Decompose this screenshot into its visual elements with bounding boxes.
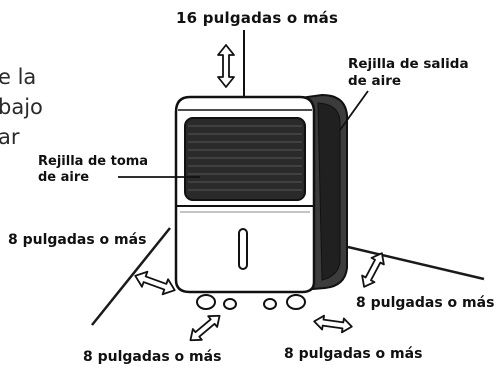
left-clearance-arrow: [134, 270, 176, 296]
intake-grille-label-line-2: de aire: [38, 170, 90, 185]
outlet-grille-label-line-2: de aire: [348, 73, 402, 89]
front-right-clearance-label: 8 pulgadas o más: [284, 346, 423, 362]
outlet-grille-label: Rejilla de salida de aire: [348, 56, 469, 90]
outlet-grille-label-line-1: Rejilla de salida: [348, 56, 469, 72]
cropped-text-line-1: e la: [0, 65, 37, 89]
left-wall-line: [91, 227, 171, 326]
front-left-clearance-arrow: [189, 314, 221, 342]
outlet-grille: [317, 102, 341, 281]
right-clearance-label: 8 pulgadas o más: [356, 295, 495, 311]
top-clearance-label: 16 pulgadas o más: [176, 9, 339, 27]
intake-grille: [184, 117, 306, 201]
outlet-leader-line: [339, 90, 369, 131]
top-clearance-arrow: [217, 44, 235, 88]
cropped-text-line-2: bajo: [0, 95, 43, 119]
intake-grille-label: Rejilla de toma de aire: [38, 154, 148, 186]
cropped-text-line-3: ar: [0, 125, 20, 149]
front-left-clearance-label: 8 pulgadas o más: [83, 349, 222, 365]
intake-grille-label-line-1: Rejilla de toma: [38, 154, 149, 169]
front-right-clearance-arrow: [313, 314, 353, 334]
right-wall-line: [347, 245, 485, 281]
wheels: [196, 294, 306, 310]
water-level-window: [238, 228, 248, 270]
right-clearance-arrow: [361, 252, 385, 288]
left-clearance-label: 8 pulgadas o más: [8, 232, 147, 248]
